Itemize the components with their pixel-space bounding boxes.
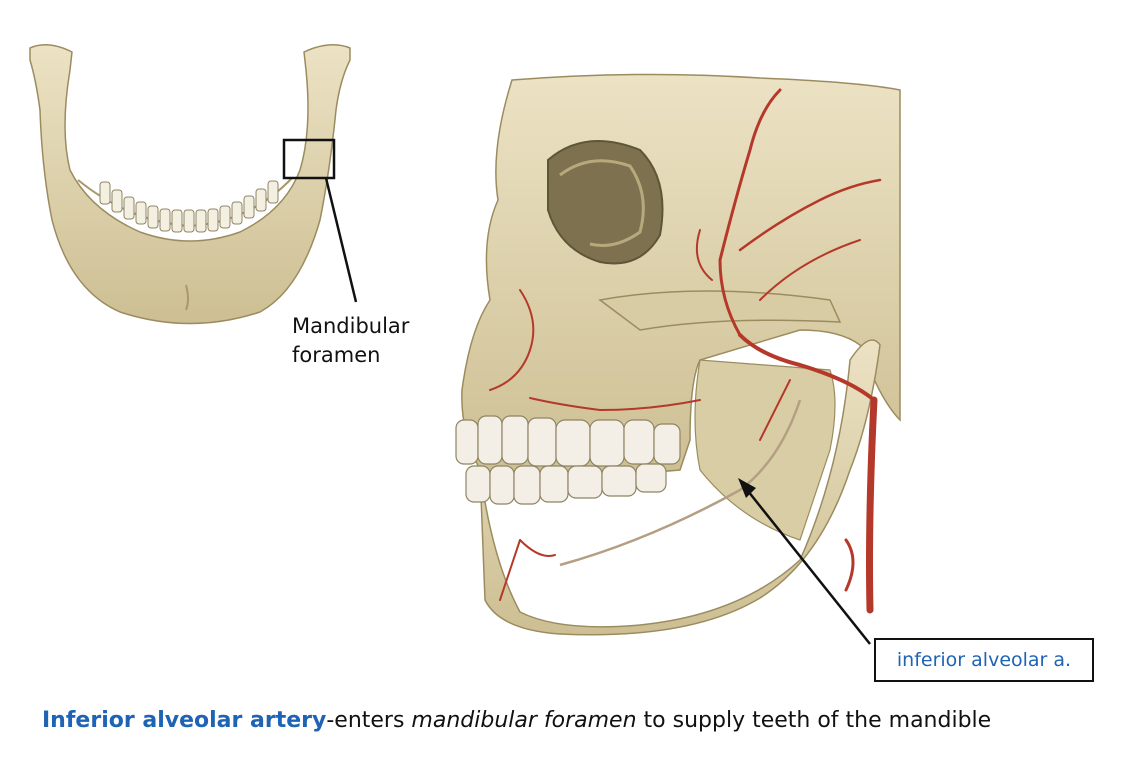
foramen-highlight-box xyxy=(282,138,336,180)
skull-illustration xyxy=(455,73,901,636)
mandibular-foramen-label-line2: foramen xyxy=(292,343,381,367)
inferior-alveolar-arrowhead xyxy=(738,478,756,498)
inferior-alveolar-label: inferior alveolar a. xyxy=(874,638,1094,682)
caption: Inferior alveolar artery-enters mandibul… xyxy=(42,708,991,733)
caption-text-part2: to supply teeth of the mandible xyxy=(636,708,992,733)
mandible-illustration xyxy=(29,44,351,325)
caption-highlight: Inferior alveolar artery xyxy=(42,708,327,733)
mandibular-foramen-label-line1: Mandibular xyxy=(292,314,410,338)
mandibular-foramen-label: Mandibular foramen xyxy=(292,312,409,370)
inferior-alveolar-pointer-line xyxy=(743,485,871,645)
caption-text-part1: -enters xyxy=(326,708,412,733)
foramen-pointer-line xyxy=(324,177,358,303)
caption-italic-term: mandibular foramen xyxy=(411,708,637,733)
